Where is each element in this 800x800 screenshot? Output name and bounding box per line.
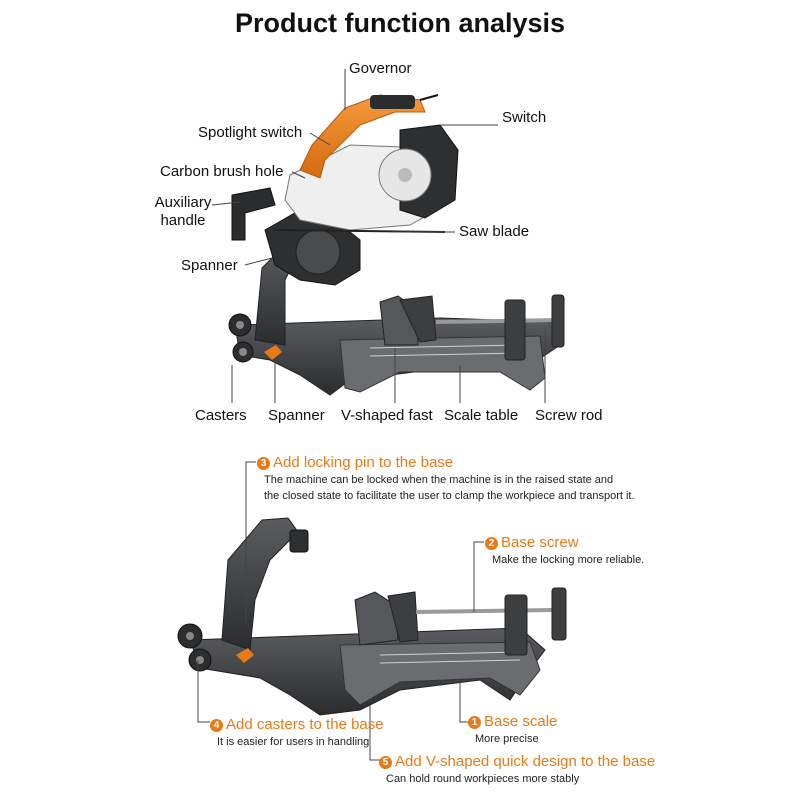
feature-number-badge: 3: [257, 456, 270, 470]
label-carbon-brush-hole: Carbon brush hole: [160, 163, 284, 180]
label-spanner-bottom: Spanner: [268, 407, 325, 424]
feature-number-badge: 5: [379, 755, 392, 769]
label-spanner-top: Spanner: [181, 257, 238, 274]
label-auxiliary-handle-line2: handle: [160, 212, 206, 229]
feature-heading: Base screw: [501, 534, 579, 551]
feature-heading: Add V-shaped quick design to the base: [395, 753, 656, 770]
feature-heading: Add casters to the base: [226, 716, 384, 733]
top-leader-lines: [211, 69, 546, 403]
feature-number-badge: 2: [485, 536, 498, 550]
feature-number-badge: 4: [210, 718, 223, 732]
label-screw-rod: Screw rod: [535, 407, 603, 424]
feature-desc-line: Can hold round workpieces more stably: [386, 773, 580, 785]
label-spotlight-switch: Spotlight switch: [198, 124, 303, 141]
label-auxiliary-handle-line1: Auxiliary: [154, 194, 212, 211]
feature-heading: Add locking pin to the base: [273, 454, 454, 471]
feature-desc-line: the closed state to facilitate the user …: [264, 490, 635, 502]
bottom-leader-lines: [197, 461, 484, 761]
base-illustration: [177, 517, 567, 716]
label-casters: Casters: [195, 407, 247, 424]
feature-desc-line: It is easier for users in handling: [217, 736, 370, 748]
page-title: Product function analysis: [234, 8, 566, 38]
band-saw-illustration: [228, 94, 565, 396]
label-auxiliary-handle: Auxiliary handle: [148, 194, 218, 230]
label-v-shaped-fast: V-shaped fast: [341, 407, 433, 424]
feature-desc-line: The machine can be locked when the machi…: [264, 474, 614, 486]
label-governor: Governor: [349, 60, 412, 77]
feature-number-badge: 1: [468, 715, 481, 729]
feature-desc-line: Make the locking more reliable.: [492, 554, 645, 566]
feature-heading: Base scale: [484, 713, 558, 730]
label-scale-table: Scale table: [444, 407, 519, 424]
label-saw-blade: Saw blade: [459, 223, 530, 240]
feature-desc-line: More precise: [475, 733, 539, 745]
label-switch: Switch: [502, 109, 547, 126]
